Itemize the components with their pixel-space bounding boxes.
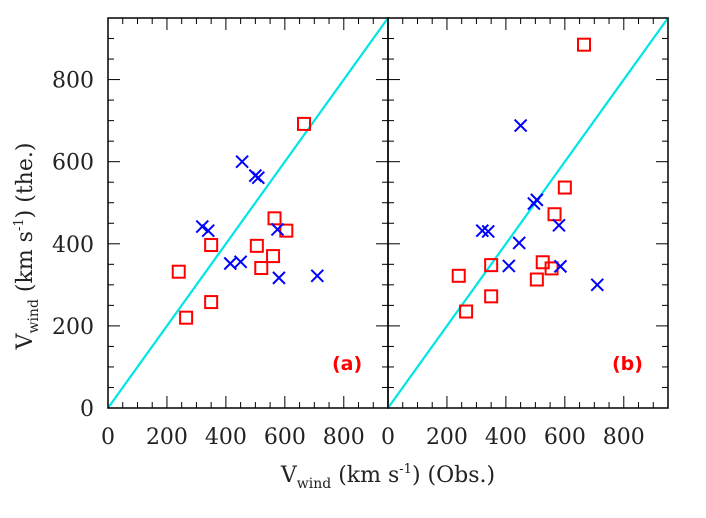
x-tick-label: 600 [544, 425, 586, 450]
square-marker [254, 261, 269, 276]
square-marker [267, 211, 282, 226]
square-marker [204, 295, 219, 310]
cross-stroke [235, 154, 249, 169]
cross-stroke [481, 224, 495, 239]
x-tick-label: 800 [603, 425, 645, 450]
x-tick-label: 400 [205, 425, 247, 450]
panel-b: 0 200 400 600 800 (b) [381, 17, 669, 450]
cross-stroke [590, 278, 604, 292]
cross-stroke [195, 219, 210, 234]
cross-stroke [272, 271, 286, 285]
cross-marker [552, 218, 566, 233]
cross-stroke [475, 223, 490, 238]
y-tick-label: 400 [52, 233, 94, 258]
cross-marker [512, 236, 526, 250]
cross-stroke [512, 236, 526, 250]
square-marker [171, 264, 186, 279]
cross-marker [235, 154, 249, 169]
cross-marker [251, 170, 266, 185]
cross-marker [590, 278, 604, 292]
square-marker [484, 258, 499, 273]
cross-marker [310, 269, 324, 283]
square-marker [459, 304, 474, 319]
cross-stroke [530, 193, 544, 207]
cross-stroke [552, 218, 566, 233]
square-marker [279, 223, 294, 238]
square-marker [266, 249, 281, 264]
square-marker [204, 238, 219, 253]
square-marker [249, 238, 264, 253]
square-marker [577, 37, 591, 52]
cross-marker [481, 224, 495, 239]
y-tick-label: 200 [52, 315, 94, 340]
cross-stroke [251, 170, 266, 185]
x-tick-label: 200 [146, 425, 188, 450]
cross-marker [513, 118, 528, 133]
cross-stroke [270, 222, 285, 237]
panel-a: 0 200 400 600 800 0 200 400 600 800 (a) [52, 17, 389, 450]
cross-marker [553, 259, 568, 274]
square-marker [179, 310, 194, 325]
cross-marker [233, 255, 248, 269]
x-tick-label: 0 [101, 425, 115, 450]
cross-stroke [201, 223, 215, 238]
x-axis-label: Vwind (km s-1) (Obs.) [280, 462, 495, 492]
x-tick-label: 0 [381, 425, 395, 450]
x-tick-label: 600 [264, 425, 306, 450]
cross-marker [201, 223, 215, 238]
identity-line [387, 17, 669, 409]
cross-stroke [502, 259, 516, 273]
y-tick-label: 600 [52, 151, 94, 176]
x-tick-label: 800 [323, 425, 365, 450]
cross-stroke [513, 118, 528, 133]
plot-frame [387, 17, 669, 409]
y-tick-label: 800 [52, 69, 94, 94]
cross-marker [270, 222, 285, 237]
square-marker [547, 207, 562, 222]
cross-stroke [553, 259, 568, 274]
cross-marker [530, 193, 544, 207]
panel-label-a: (a) [332, 353, 362, 375]
y-tick-label: 0 [80, 397, 94, 422]
cross-stroke [233, 255, 248, 269]
square-marker [451, 268, 466, 283]
cross-marker [195, 219, 210, 234]
square-marker [297, 116, 311, 131]
cross-marker [502, 259, 516, 273]
square-marker [529, 272, 544, 287]
panel-label-b: (b) [612, 353, 643, 375]
square-marker [484, 289, 499, 304]
identity-line [107, 17, 389, 409]
cross-stroke [310, 269, 324, 283]
square-marker [557, 180, 572, 195]
cross-marker [272, 271, 286, 285]
y-axis-label: Vwind (km s-1) (the.) [12, 143, 42, 351]
x-tick-label: 400 [485, 425, 527, 450]
x-tick-label: 200 [426, 425, 468, 450]
cross-stroke [223, 256, 238, 271]
